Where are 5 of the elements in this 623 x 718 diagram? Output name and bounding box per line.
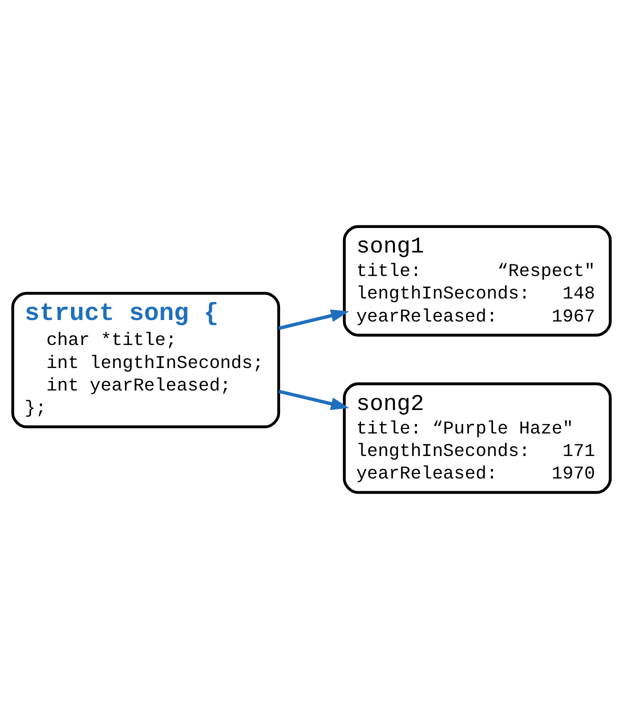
node-box: song1 title: “Respect" lengthInSeconds: 148 yearReleased: 1967 [342,224,612,336]
node-box: struct song { char *title; int lengthInSeconds; int yearReleased; }; [11,291,280,428]
arrow [278,308,350,330]
arrow [278,389,350,410]
node-box: song2 title: “Purple Haze" lengthInSeconds: 171 yearReleased: 1970 [342,382,612,494]
